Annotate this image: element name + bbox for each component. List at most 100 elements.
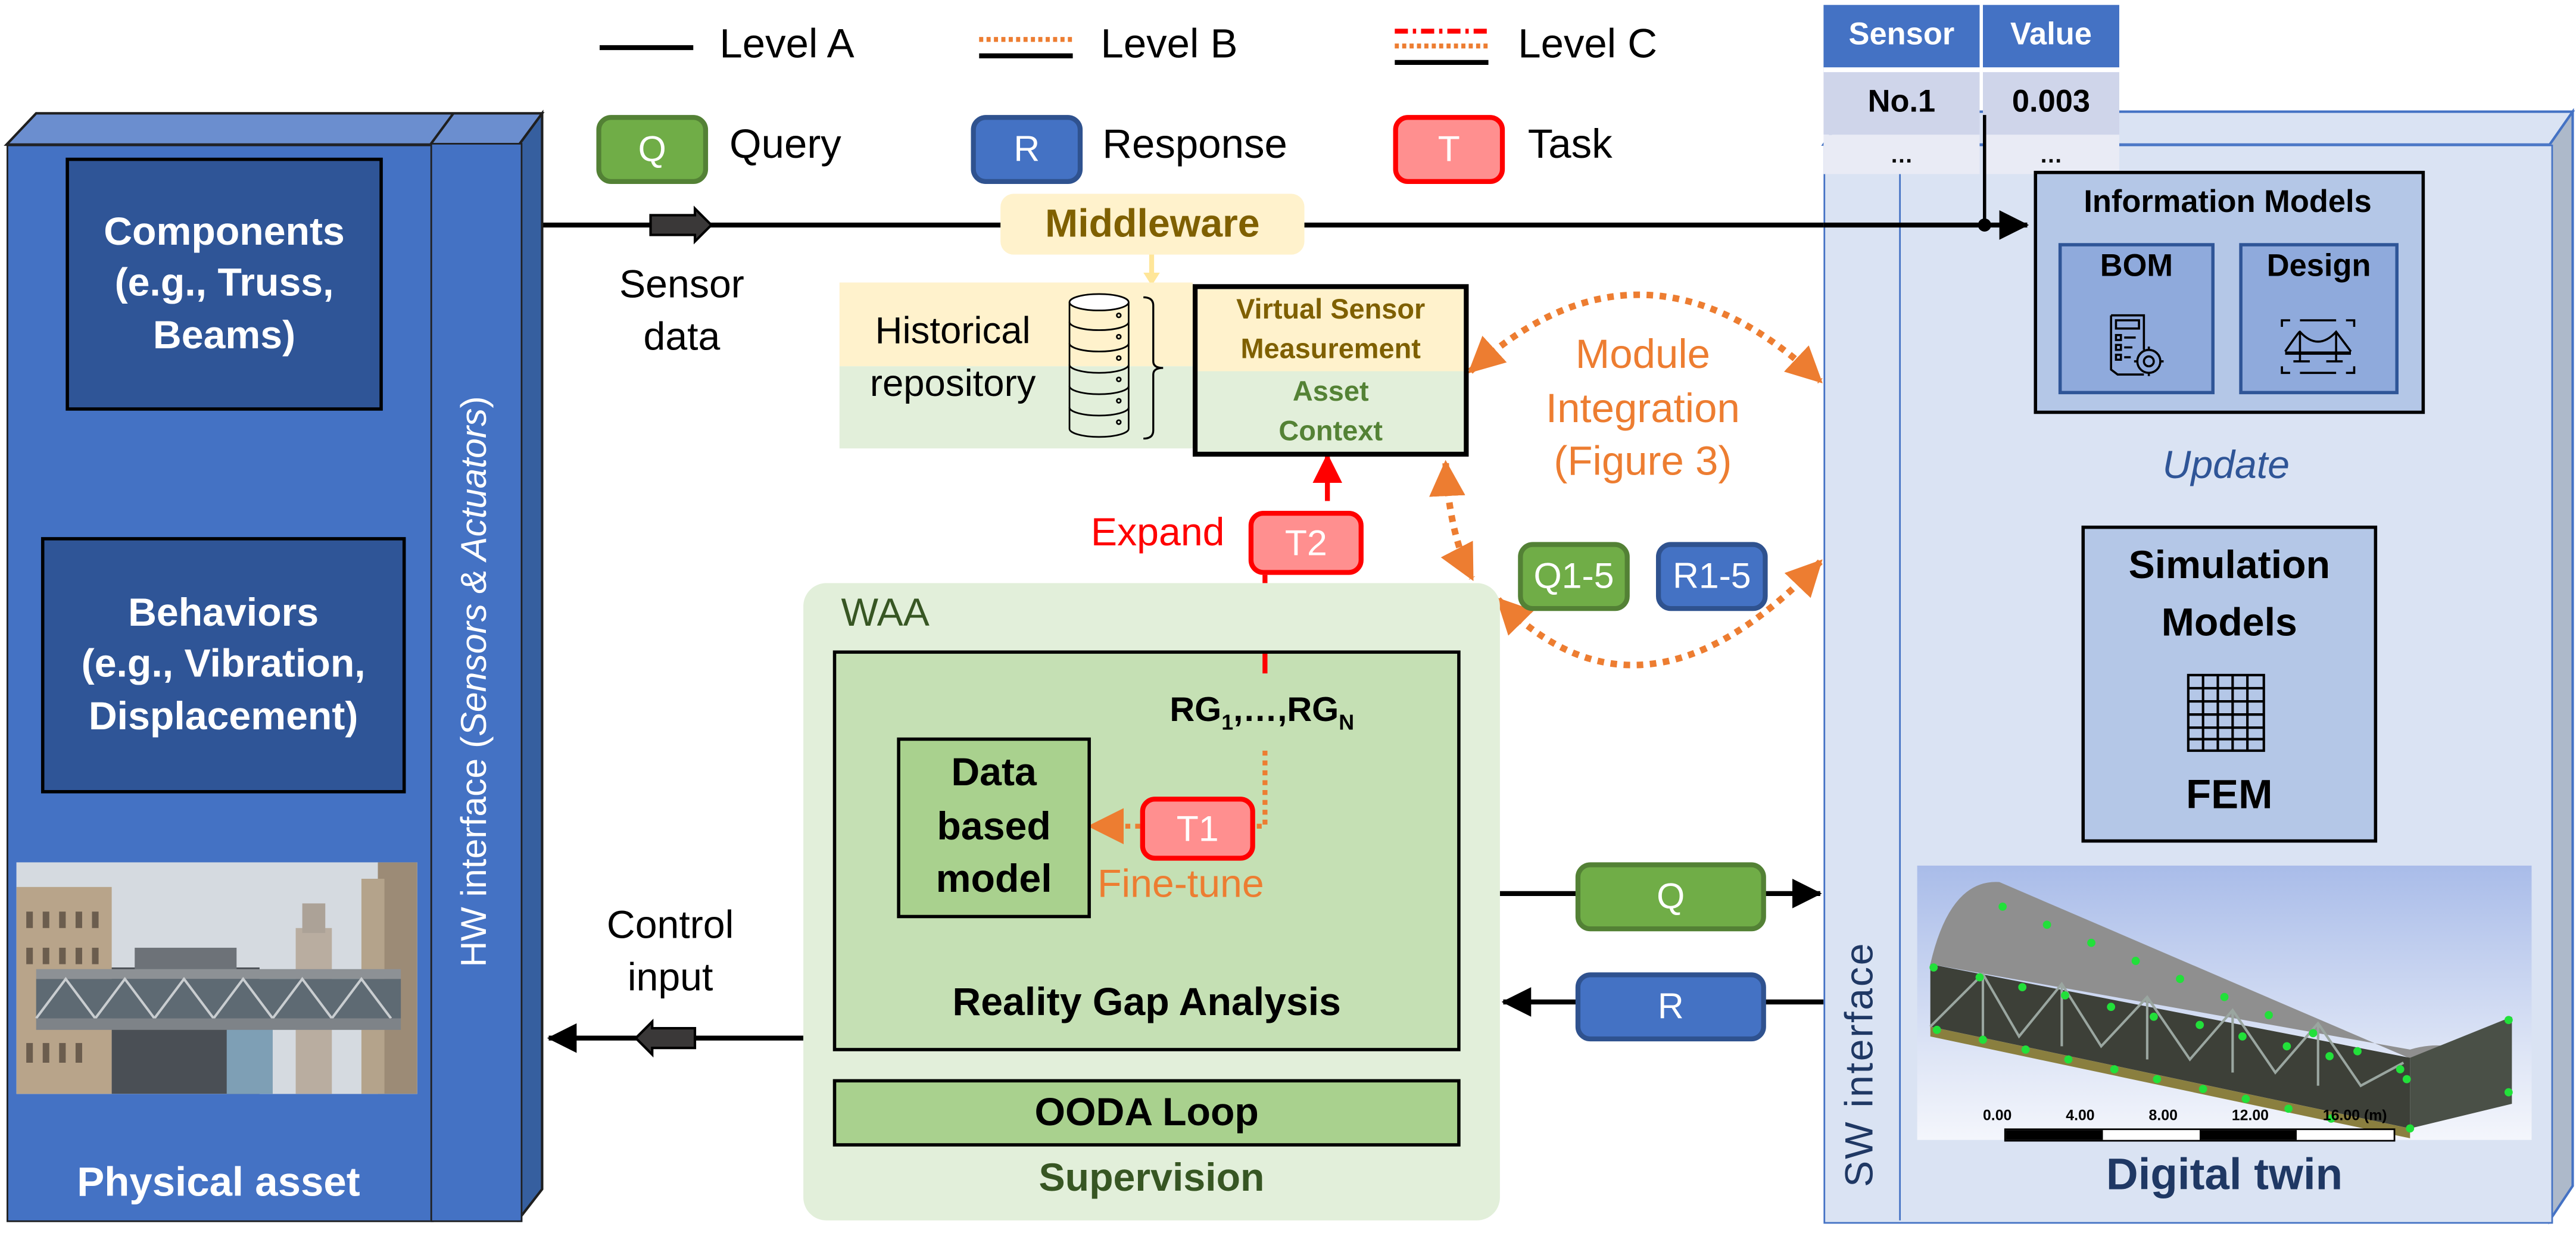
sensor-column-header: Sensor [1823, 5, 1980, 73]
control-input-label-line1: Control [606, 903, 734, 948]
scale-tick: 8.00 [2148, 1107, 2178, 1124]
ooda-loop-box: OODA Loop [832, 1079, 1461, 1147]
module-integration-arc-left [1429, 460, 1475, 582]
update-label: Update [2162, 443, 2290, 488]
rg-sub-1: 1 [1221, 710, 1234, 735]
scale-tick: 0.00 [1982, 1107, 2012, 1124]
fem-render-image: 0.00 4.00 8.00 12.00 16.00 (m) [1917, 865, 2532, 1142]
module-integration-label: Module Integration (Figure 3) [1503, 329, 1782, 489]
data-model-line3: model [935, 857, 1052, 903]
behaviors-box: Behaviors (e.g., Vibration, Displacement… [40, 537, 406, 794]
module-integration-line3: (Figure 3) [1554, 438, 1732, 485]
truss-bridge-model-illustration [1929, 882, 2513, 1138]
rg-label-mid: ,…,RG [1233, 691, 1339, 729]
behaviors-example: (e.g., Vibration, [81, 642, 366, 688]
virtual-sensor-line1: Virtual Sensor [1236, 294, 1426, 326]
virtual-sensor-section: Virtual Sensor Measurement [1197, 289, 1464, 372]
historical-label-line1: Historical [875, 308, 1031, 352]
database-stack-icon [1068, 293, 1164, 440]
asset-context-line1: Asset [1292, 375, 1369, 407]
virtual-sensor-line2: Measurement [1240, 333, 1421, 365]
simulation-models-box [2081, 525, 2378, 843]
components-example-end: Beams) [152, 313, 296, 358]
sensor-value-cell: 0.003 [1982, 72, 2119, 135]
historical-repository-label: Historical repository [854, 304, 1052, 410]
response-link-chip: R [1575, 972, 1766, 1042]
repository-band-bottom [839, 366, 1193, 449]
physical-asset-title: Physical asset [77, 1159, 360, 1205]
rg-sub-n: N [1339, 710, 1355, 735]
data-model-line2: based [937, 804, 1051, 849]
behaviors-title: Behaviors [128, 591, 319, 636]
historical-label-line2: repository [869, 361, 1036, 405]
design-box [2239, 243, 2399, 395]
middleware-down-arrowhead-icon [1143, 272, 1160, 286]
waa-title: WAA [841, 591, 930, 636]
sw-interface-divider [1899, 144, 1901, 1220]
query-link-chip: Q [1575, 862, 1766, 932]
table-row: No.1 0.003 [1823, 72, 2119, 135]
value-column-header: Value [1982, 5, 2119, 73]
data-based-model-box: Data based model [897, 737, 1091, 919]
virtual-sensor-asset-box: Virtual Sensor Measurement Asset Context [1192, 284, 1469, 457]
physical-asset-photo [16, 862, 417, 1094]
query-q1-5-chip: Q1-5 [1518, 542, 1630, 611]
module-integration-line2: Integration [1545, 385, 1740, 432]
design-label: Design [2266, 249, 2371, 285]
repository-band-top [839, 282, 1193, 367]
asset-context-line2: Context [1278, 414, 1383, 447]
information-models-title: Information Models [2084, 185, 2372, 220]
supervision-label: Supervision [1038, 1156, 1265, 1201]
legend-level-c-label: Level C [1518, 21, 1658, 68]
middleware-box: Middleware [1000, 193, 1305, 255]
control-input-label-line2: input [627, 956, 713, 1001]
table-row: … … [1823, 135, 2119, 174]
task-t2-chip: T2 [1248, 511, 1364, 575]
fem-mesh-icon [2187, 673, 2265, 752]
module-integration-arc-bottom [1496, 559, 1823, 669]
asset-context-section: Asset Context [1197, 371, 1464, 452]
components-example: (e.g., Truss, [114, 261, 334, 307]
bom-box [2058, 243, 2215, 395]
fem-label: FEM [2186, 772, 2273, 818]
components-box: Components (e.g., Truss, Beams) [66, 157, 383, 411]
scale-tick: 4.00 [2066, 1107, 2095, 1124]
task-t1-chip: T1 [1140, 797, 1255, 861]
sensor-id-cell: No.1 [1823, 72, 1980, 135]
legend-query-label: Query [729, 121, 841, 168]
control-input-block-arrow-icon [634, 1019, 697, 1058]
sensor-data-block-arrow-icon [649, 205, 713, 245]
fine-tune-label: Fine-tune [1097, 862, 1264, 907]
reality-gap-set: RG1,…,RGN [1170, 691, 1354, 734]
sensor-value-cell: … [1982, 135, 2119, 174]
bom-document-gear-icon [2110, 314, 2164, 376]
sensor-data-label: Sensor data [583, 260, 780, 366]
table-tap-dot [1978, 218, 1991, 232]
legend-level-a-label: Level A [719, 21, 854, 68]
hw-interface-panel [430, 143, 523, 1222]
legend-query-chip: Q [596, 115, 709, 184]
sensor-id-cell: … [1823, 135, 1980, 174]
module-integration-arc-top [1468, 291, 1823, 384]
scale-bar-ticks: 0.00 4.00 8.00 12.00 16.00 (m) [1983, 1107, 2387, 1123]
legend-level-b-label: Level B [1100, 21, 1238, 68]
legend-response-chip: R [971, 115, 1083, 184]
behaviors-example-end: Displacement) [88, 694, 358, 739]
bridge-photo-illustration [16, 862, 417, 1094]
sensor-value-table: Sensor Value No.1 0.003 … … [1820, 5, 2123, 174]
data-model-line1: Data [951, 751, 1037, 796]
legend-task-label: Task [1527, 121, 1613, 168]
bridge-design-icon [2281, 319, 2356, 374]
scale-tick: 16.00 (m) [2322, 1107, 2387, 1124]
control-input-label: Control input [572, 900, 769, 1007]
legend-response-label: Response [1102, 121, 1287, 168]
reality-gap-analysis-label: Reality Gap Analysis [952, 981, 1341, 1025]
scale-bar [2004, 1128, 2396, 1142]
simulation-title-line1: Simulation [2128, 544, 2331, 588]
sensor-data-label-line1: Sensor [619, 263, 744, 307]
bom-label: BOM [2100, 249, 2173, 285]
components-title: Components [104, 210, 345, 255]
